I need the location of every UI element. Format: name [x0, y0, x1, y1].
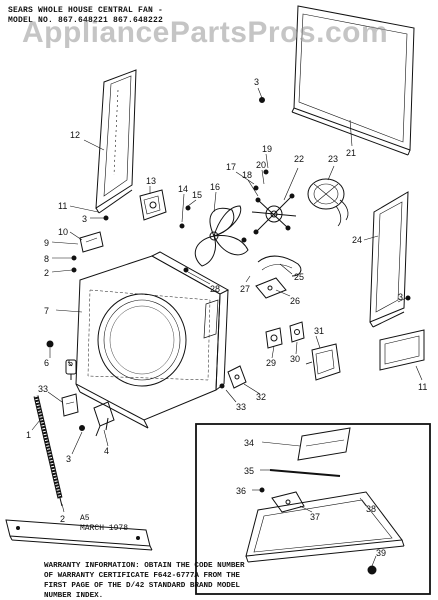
- part-number: 3: [66, 454, 71, 464]
- control-box-part-31: [305, 343, 341, 381]
- part-number: 26: [290, 296, 300, 306]
- part-number: 33: [38, 384, 48, 394]
- part-number: 38: [366, 504, 376, 514]
- part-number: 8: [44, 254, 49, 264]
- part-number: 18: [242, 170, 252, 180]
- part-number: 17: [226, 162, 236, 172]
- part-number: 11: [58, 201, 67, 211]
- motor-mount-part-22: [251, 193, 297, 235]
- part-number: 33: [236, 402, 246, 412]
- part-number: 30: [290, 354, 300, 364]
- side-panel-part-24: [369, 191, 409, 328]
- fan-blade-part-16: [194, 205, 249, 267]
- revision-code: A5: [80, 514, 90, 523]
- part-number-labels: 3 21 12 19 17 18 20 22 23 13 14 15 16 11…: [26, 77, 427, 558]
- part-number: 19: [262, 144, 272, 154]
- part-number: 23: [328, 154, 338, 164]
- part-number: 7: [44, 306, 49, 316]
- part-number: 2: [60, 514, 65, 524]
- part-number: 3: [254, 77, 259, 87]
- warranty-line-3: FIRST PAGE OF THE D/42 STANDARD BRAND MO…: [44, 582, 240, 590]
- part-number: 25: [294, 272, 304, 282]
- part-number: 36: [236, 486, 246, 496]
- bracket-part-10: [79, 231, 104, 253]
- part-number: 3: [398, 292, 403, 302]
- part-number: 16: [210, 182, 220, 192]
- wiring-harness-part-25: [257, 255, 302, 277]
- part-number: 32: [256, 392, 266, 402]
- part-number: 39: [376, 548, 386, 558]
- rod-part-35: [269, 469, 341, 477]
- part-number: 2: [44, 268, 49, 278]
- part-number: 11: [418, 382, 427, 392]
- inset-box: [195, 423, 431, 595]
- part-number: 31: [314, 326, 324, 336]
- part-number: 13: [146, 176, 156, 186]
- part-number: 20: [256, 160, 266, 170]
- part-number: 1: [26, 430, 31, 440]
- capacitor-part-5: [65, 359, 77, 380]
- part-number: 10: [58, 227, 68, 237]
- leader-lines: [31, 87, 423, 567]
- part-number: 4: [104, 446, 109, 456]
- part-number: 21: [346, 148, 356, 158]
- bracket-part-32: [227, 365, 247, 389]
- bracket-part-34: [297, 427, 351, 461]
- switch-part-29: [265, 327, 283, 349]
- part-number: 29: [266, 358, 276, 368]
- header-model-numbers: MODEL NO. 867.648221 867.648222: [8, 16, 164, 25]
- part-number: 27: [240, 284, 250, 294]
- watermark: AppliancePartsPros.com: [22, 16, 389, 49]
- revision-date: MARCH 1978: [80, 524, 129, 533]
- back-panel-part-21: [291, 5, 415, 156]
- bracket-part-4: [93, 401, 115, 437]
- warranty-line-2: OF WARRANTY CERTIFICATE F642-6777A FROM …: [44, 572, 240, 580]
- latch-part-37: [271, 491, 305, 513]
- part-number: 24: [352, 235, 362, 245]
- side-panel-part-12: [95, 69, 137, 214]
- junction-box-part-13: [139, 189, 167, 221]
- part-number: 34: [244, 438, 254, 448]
- rail-part-2: [5, 519, 153, 551]
- part-number: 37: [310, 512, 320, 522]
- part-number: 22: [294, 154, 304, 164]
- part-number: 14: [178, 184, 188, 194]
- part-number: 35: [244, 466, 254, 476]
- screw-fasteners: [46, 97, 411, 575]
- warranty-line-4: NUMBER INDEX.: [44, 592, 104, 600]
- cord-part-1: [33, 395, 63, 507]
- part-number: 15: [192, 190, 202, 200]
- mounting-plate-part-26: [255, 277, 287, 299]
- part-number: 5: [68, 358, 73, 368]
- access-panel-part-11: [379, 329, 425, 371]
- switch-part-33: [61, 393, 79, 417]
- warranty-line-1: WARRANTY INFORMATION: OBTAIN THE CODE NU…: [44, 562, 245, 570]
- part-number: 3: [82, 214, 87, 224]
- frame-part-38: [245, 491, 405, 563]
- part-number: 6: [44, 358, 49, 368]
- part-number: 12: [70, 130, 80, 140]
- switch-part-30: [289, 321, 305, 343]
- housing-part-7: [75, 251, 230, 429]
- part-number: 9: [44, 238, 49, 248]
- part-number: 28: [210, 284, 220, 294]
- motor-part-23: [307, 178, 349, 227]
- header-title: SEARS WHOLE HOUSE CENTRAL FAN -: [8, 6, 164, 15]
